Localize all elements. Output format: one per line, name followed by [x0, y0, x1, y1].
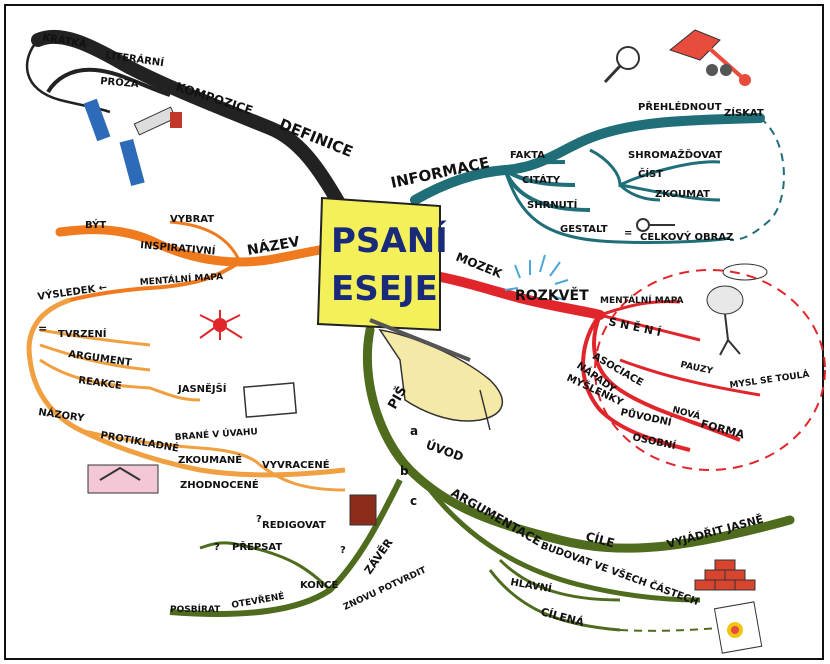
center-line2: ESEJE: [331, 269, 438, 309]
branch-nazev-vybrat: [169, 220, 242, 263]
sparkle-icon: [504, 254, 569, 301]
label-protikladne: PROTIKLADNÉ: [99, 428, 180, 455]
branch-vysledek-argument: [39, 343, 151, 372]
label-ziskat: ZÍSKAT: [724, 106, 764, 119]
magnifier-icon: [603, 46, 640, 84]
branch-pis: [362, 325, 795, 553]
label-zkoumat: ZKOUMAT: [655, 189, 710, 200]
branch-nazev-mapa: [69, 260, 242, 302]
label-redigovat: REDIGOVAT: [262, 520, 326, 531]
branch-rozkvet-napady: [581, 313, 691, 452]
branch-definice: [31, 29, 347, 212]
branch-pis-hlavni: [498, 558, 621, 602]
label-b: b: [400, 464, 409, 478]
pencil-icon: [83, 98, 145, 187]
label-a: a: [410, 424, 418, 438]
branch-informace: [410, 113, 765, 205]
label-posbirat: POSBÍRAT: [170, 603, 221, 615]
label-tvrzeni: TVRZENÍ: [58, 327, 107, 340]
label-cile: CÍLE: [584, 528, 616, 550]
bricks-icon: [694, 559, 756, 591]
label-pauzy: PAUZY: [679, 360, 714, 377]
branch-rozkvet-mentalni: [599, 300, 681, 317]
label-shromazdovat: SHROMAŽĎOVAT: [628, 148, 722, 161]
label-celkovy-obraz: CELKOVÝ OBRAZ: [640, 230, 733, 243]
label-prepsat: PŘEPSAT: [232, 540, 282, 553]
label-shrnuti: SHRNUTÍ: [527, 198, 578, 211]
cloud-icon: [722, 263, 768, 281]
label-sneni: S N Ě N Í: [607, 315, 662, 339]
center-line1: PSANÍ: [331, 220, 448, 261]
label-prehlednout: PŘEHLÉDNOUT: [638, 100, 722, 113]
branch-informace-sub: [589, 148, 721, 202]
label-vyvracene: VYVRACENÉ: [262, 458, 330, 471]
label-byt: BÝT: [85, 218, 106, 231]
branch-informace-dashed: [729, 117, 785, 241]
label-rozkvet: ROZKVĚT: [515, 287, 589, 304]
label-gestalt-eq: =: [624, 228, 632, 239]
label-hlavni: HLAVNÍ: [509, 575, 553, 595]
binoculars-icon: [706, 64, 732, 76]
label-mozek: MOZEK: [454, 250, 505, 281]
label-q1: ?: [214, 542, 220, 553]
branch-informace-fakta: [504, 160, 566, 172]
label-vybrat: VYBRAT: [170, 214, 214, 225]
saw-icon: [133, 106, 182, 136]
brain-walker-icon: [706, 285, 744, 356]
label-zhodnocene: ZHODNOCENÉ: [180, 478, 259, 491]
branch-pis-redigovat: [199, 541, 332, 592]
label-forma: FORMA: [699, 417, 746, 441]
branch-nazev: [55, 225, 325, 267]
label-proza: PRÓZA: [100, 74, 140, 90]
armwrestling-icon: [87, 464, 159, 494]
hand-pen-illustration: [369, 318, 504, 431]
label-puvodni: PŮVODNÍ: [619, 405, 673, 429]
target-notepad-icon: [713, 601, 763, 654]
label-cist: ČÍST: [638, 167, 663, 180]
label-argumentace: ARGUMENTACE: [449, 485, 544, 548]
branch-informace-gestalt: [503, 169, 731, 245]
trashbin-icon: [349, 494, 377, 526]
label-gestalt: GESTALT: [560, 224, 608, 235]
label-mentalni-mapa-r: MENTÁLNÍ MAPA: [600, 294, 683, 306]
branch-vysledek: [26, 297, 346, 478]
neuron-icon: [199, 310, 243, 340]
label-konce: KONCE: [300, 580, 339, 591]
lamp-icon: [668, 29, 751, 86]
branch-rozkvet-pauzy: [619, 358, 761, 397]
branch-vysledek-protiklad: [79, 428, 346, 492]
label-q2: ?: [256, 514, 262, 525]
sketch-drawing-icon: [242, 382, 298, 418]
branch-vysledek-reakce: [39, 358, 201, 402]
key-icon: [636, 218, 675, 232]
label-argument: ARGUMENT: [68, 349, 133, 369]
label-q3: ?: [340, 545, 346, 556]
center-note: [316, 196, 441, 332]
label-fakta: FAKTA: [510, 150, 545, 161]
label-znovu: ZNOVU POTVRDIT: [342, 565, 429, 613]
label-mysl: MYSL SE TOULÁ: [729, 368, 810, 391]
branch-informace-citaty: [503, 168, 576, 187]
branch-rozkvet-asoc: [592, 314, 741, 442]
rozkvet-dashed-loop: [594, 269, 826, 471]
label-jasnejsi: JASNĚJŠÍ: [177, 382, 227, 395]
label-zkoumane: ZKOUMANÉ: [178, 453, 242, 466]
label-uvod: ÚVOD: [424, 437, 466, 464]
branch-rozkvet: [425, 270, 605, 320]
label-reakce: REAKCE: [78, 375, 123, 392]
label-brane: BRANÉ V ÚVAHU: [174, 425, 258, 443]
frame-border: [4, 4, 824, 660]
label-vysledek-eq: =: [38, 322, 47, 335]
branch-pis-argumentace: [428, 488, 701, 603]
branch-pis-cilena: [488, 569, 621, 632]
label-c: c: [410, 494, 417, 508]
label-citaty: CITÁTY: [522, 173, 561, 186]
branch-definice-kompozice: [46, 67, 171, 97]
branch-pis-dashed: [619, 627, 721, 632]
branch-vysledek-tvrzeni: [39, 328, 151, 347]
label-cilena: CÍLENÁ: [539, 605, 586, 629]
branch-rozkvet-sneni: [599, 313, 701, 342]
